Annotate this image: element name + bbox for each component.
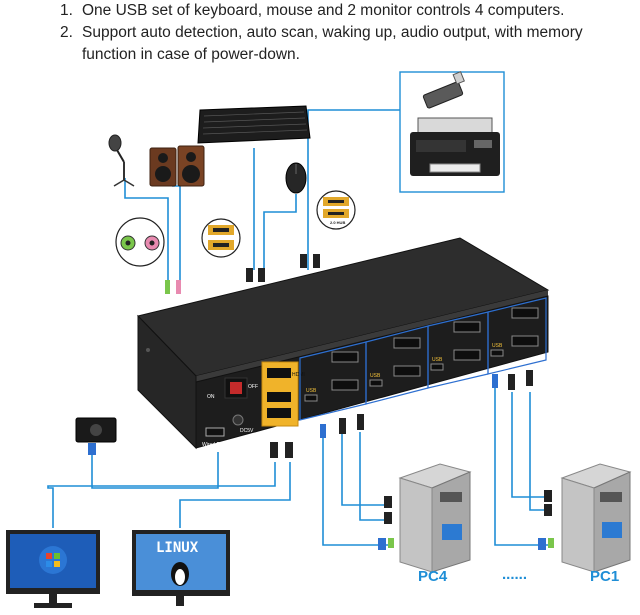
usb-flash-drive-icon bbox=[422, 71, 465, 109]
pc4-label: PC4 bbox=[418, 568, 448, 585]
bottom-plugs bbox=[270, 370, 533, 458]
microphone-icon bbox=[108, 134, 135, 187]
pc1-cable-b bbox=[511, 392, 552, 498]
mouse-cable bbox=[263, 194, 297, 270]
usb-label-2: USB bbox=[432, 357, 443, 363]
switch-off-label: OFF bbox=[248, 384, 258, 390]
audio-jack-badge bbox=[115, 217, 165, 267]
mouse-icon bbox=[285, 162, 307, 194]
usb-port-badge-1 bbox=[201, 218, 241, 258]
wired-remote-label: Wired Remote bbox=[202, 442, 234, 448]
pc1-cable-a bbox=[494, 385, 552, 546]
switch-on-label: ON bbox=[207, 394, 215, 400]
note-text-2: Support auto detection, auto scan, wakin… bbox=[82, 24, 583, 63]
linux-label: LINUX bbox=[156, 540, 199, 556]
hub-label: 2.0 HUB bbox=[330, 220, 345, 225]
pc4-cable-a bbox=[322, 432, 390, 546]
monitor-linux: LINUX bbox=[132, 530, 230, 606]
speaker-cable bbox=[172, 185, 181, 282]
usb-label-1: USB bbox=[492, 343, 503, 349]
printer-icon bbox=[410, 117, 500, 176]
usb-label-3: USB bbox=[370, 373, 381, 379]
wired-remote-cable bbox=[91, 445, 219, 489]
dc-power-jack bbox=[232, 414, 244, 426]
wired-remote-icon bbox=[75, 417, 117, 455]
dc-label: DC5V bbox=[240, 428, 254, 434]
mic-cable bbox=[124, 178, 169, 282]
computer-pc1 bbox=[538, 463, 632, 573]
pc-separator: ...... bbox=[502, 566, 527, 583]
note-number-1: 1. bbox=[60, 2, 73, 19]
feature-notes: 1. One USB set of keyboard, mouse and 2 … bbox=[60, 0, 635, 66]
note-text-1: One USB set of keyboard, mouse and 2 mon… bbox=[82, 2, 565, 19]
monitor2-cable bbox=[179, 462, 291, 528]
speaker-icon bbox=[149, 145, 205, 187]
output-hdmi-label: HDMI bbox=[292, 372, 305, 378]
pc1-label: PC1 bbox=[590, 568, 619, 585]
wired-remote-port bbox=[205, 427, 225, 437]
printer-usb-box bbox=[399, 71, 505, 193]
usb-hub-badge: 2.0 HUB bbox=[316, 190, 356, 230]
pc4-cable-b bbox=[341, 432, 392, 506]
input-port-group-2: USB bbox=[427, 311, 489, 389]
connection-cables bbox=[47, 109, 552, 546]
kvm-switch-unit: ON OFF DC5V Wired Remote HDMI USB bbox=[137, 237, 550, 450]
monitor1-cable bbox=[47, 462, 276, 528]
keyboard-icon bbox=[197, 105, 311, 144]
top-plugs bbox=[165, 254, 320, 294]
input-port-group-1: USB bbox=[487, 297, 547, 375]
feature-note-1: 1. One USB set of keyboard, mouse and 2 … bbox=[60, 0, 635, 22]
printer-cable bbox=[307, 109, 402, 270]
feature-note-2: 2. Support auto detection, auto scan, wa… bbox=[60, 22, 635, 66]
note-number-2: 2. bbox=[60, 24, 73, 41]
output-panel: HDMI bbox=[261, 361, 305, 427]
monitor-windows bbox=[6, 530, 100, 608]
power-switch: ON OFF bbox=[207, 377, 258, 400]
computer-pc4 bbox=[378, 463, 472, 573]
pc4-cable-c bbox=[359, 432, 392, 521]
usb-label-4: USB bbox=[306, 388, 317, 394]
